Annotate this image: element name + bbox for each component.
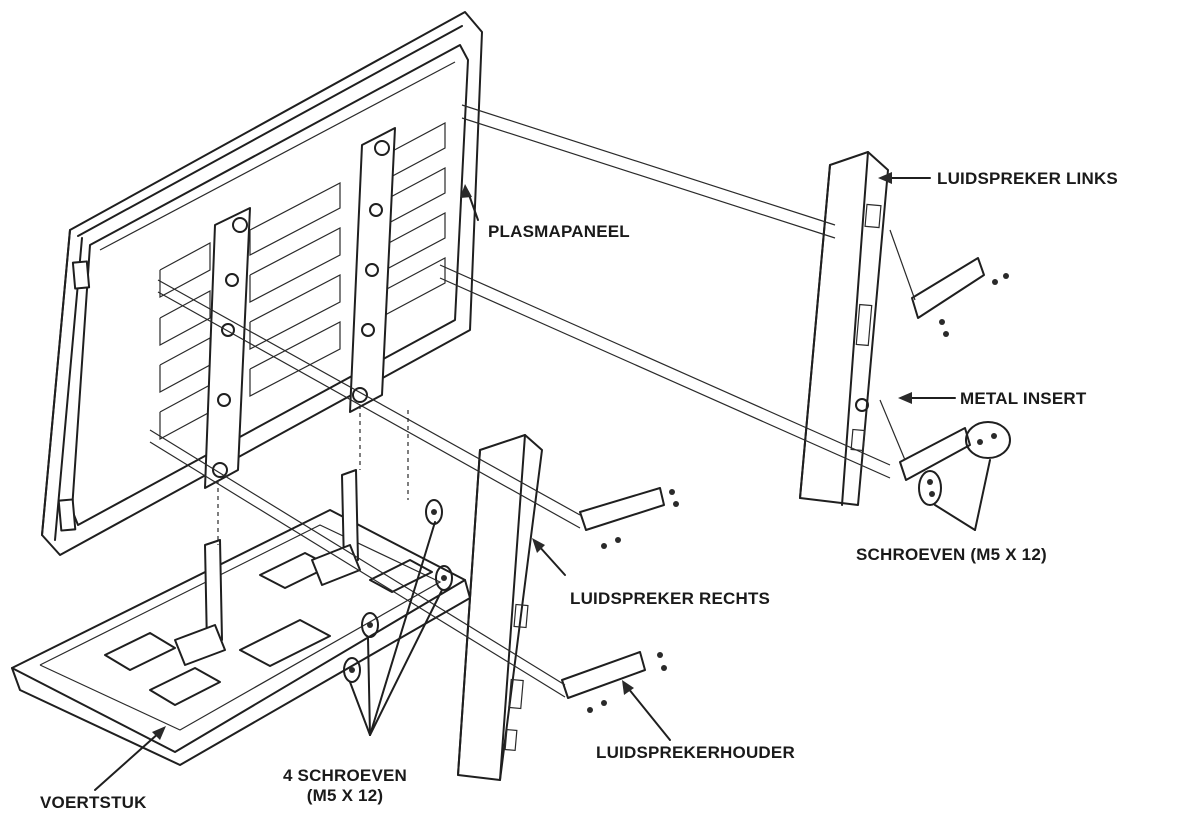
label-screws-right: SCHROEVEN (M5 X 12): [856, 545, 1047, 564]
panel-mounting-rails: [204, 127, 396, 489]
assembly-lines: [149, 104, 916, 698]
speaker-right-drawing: [457, 434, 543, 781]
label-metal-insert: METAL INSERT: [960, 389, 1087, 408]
screws: [587, 273, 1011, 713]
label-plasma-panel: PLASMAPANEEL: [488, 222, 630, 241]
plasma-panel-drawing: [41, 11, 483, 556]
label-four-screws-line2: (M5 X 12): [306, 786, 384, 805]
label-base: VOERTSTUK: [40, 793, 147, 812]
label-four-screws-line1: 4 SCHROEVEN: [282, 766, 408, 785]
base-drawing: [11, 405, 471, 766]
label-speaker-left: LUIDSPREKER LINKS: [937, 169, 1118, 188]
speaker-left-drawing: [799, 151, 889, 506]
label-speaker-right: LUIDSPREKER RECHTS: [570, 589, 771, 608]
speaker-holders: [561, 257, 985, 699]
label-speaker-holder: LUIDSPREKERHOUDER: [596, 743, 795, 762]
label-four-screws: 4 SCHROEVEN (M5 X 12): [250, 766, 440, 806]
leader-arrows: [94, 172, 991, 791]
